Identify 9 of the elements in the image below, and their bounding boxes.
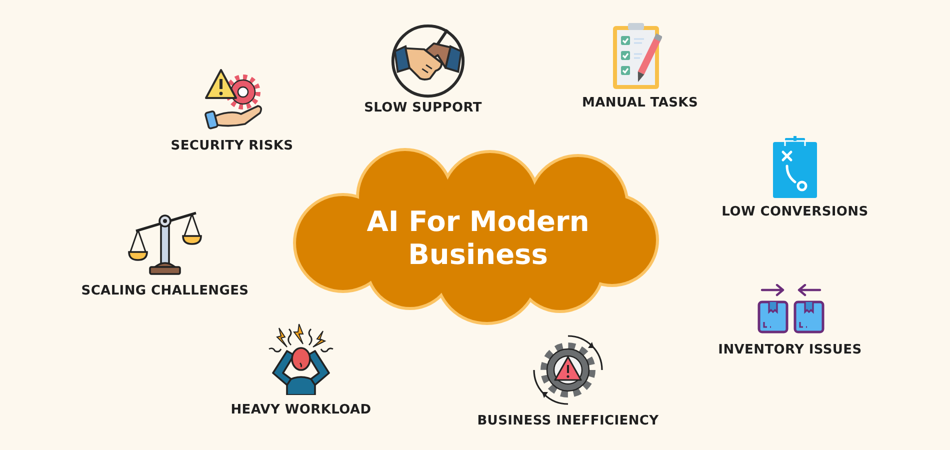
issue-label: SECURITY RISKS — [170, 138, 294, 154]
issue-label: BUSINESS INEFFICIENCY — [477, 414, 659, 428]
issue-label: MANUAL TASKS — [582, 96, 698, 110]
issue-label: SCALING CHALLENGES — [81, 284, 249, 298]
issue-label: LOW CONVERSIONS — [722, 204, 868, 220]
issue-label: SLOW SUPPORT — [364, 100, 482, 116]
issue-label: INVENTORY ISSUES — [718, 342, 862, 358]
issue-label: HEAVY WORKLOAD — [230, 402, 372, 418]
cloud-title: AI For Modern Business — [366, 204, 590, 272]
